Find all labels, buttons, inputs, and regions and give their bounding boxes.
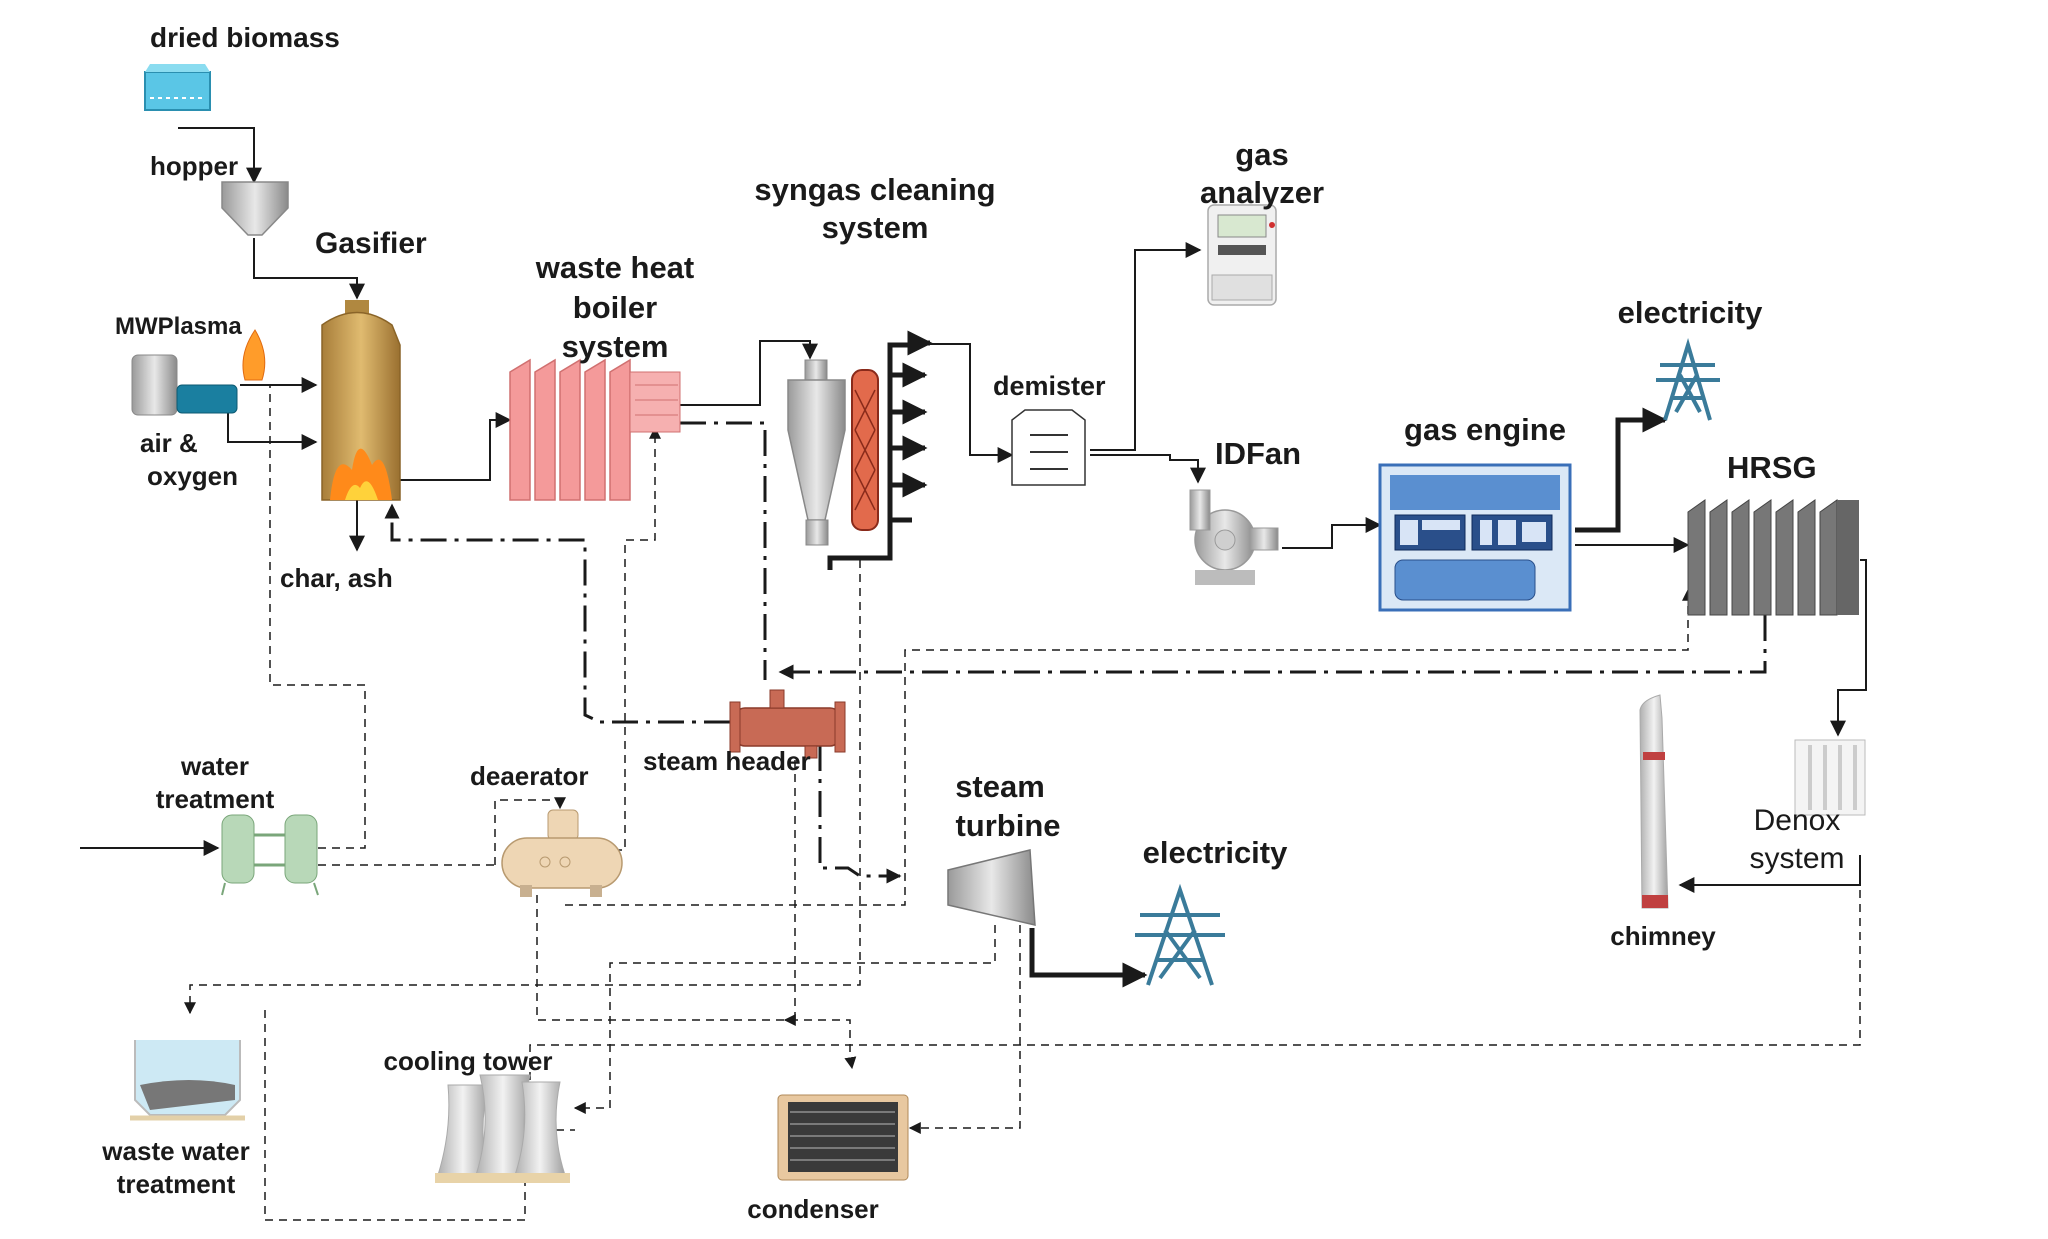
label-chimney: chimney <box>1610 921 1716 951</box>
label-condenser: condenser <box>747 1194 879 1224</box>
label-gasifier: Gasifier <box>315 227 427 260</box>
water-dashed-lines <box>184 385 1861 1221</box>
demister-icon <box>1011 409 1086 486</box>
label-mwplasma: MWPlasma <box>115 313 242 340</box>
label-waste-heat-boiler-1: waste heat <box>535 250 695 285</box>
chimney-icon <box>1639 694 1669 909</box>
label-waste-heat-boiler-2: boiler <box>573 290 657 325</box>
denox-icon <box>1794 739 1866 816</box>
label-hopper: hopper <box>150 151 238 181</box>
label-deaerator: deaerator <box>470 761 589 791</box>
label-water-treatment-1: water <box>180 751 249 781</box>
plasma-torch-icon <box>131 354 238 416</box>
label-air-oxygen-1: air & <box>140 428 198 458</box>
label-waste-heat-boiler-3: system <box>562 329 669 364</box>
label-steam-turbine-2: turbine <box>955 808 1060 843</box>
label-demister: demister <box>993 371 1106 401</box>
label-dried-biomass: dried biomass <box>150 22 340 53</box>
steam-dashdot-lines <box>384 421 1767 884</box>
hopper-icon <box>221 181 289 236</box>
solid-flow-lines <box>80 127 1867 893</box>
gasifier-icon <box>321 300 401 501</box>
label-waste-water-1: waste water <box>101 1136 249 1166</box>
label-gas-analyzer-1: gas <box>1235 137 1288 172</box>
label-idfan: IDFan <box>1215 436 1301 471</box>
flame-icon <box>330 448 392 500</box>
label-gas-analyzer-2: analyzer <box>1200 175 1324 210</box>
flame-icon <box>242 329 266 381</box>
steam-turbine-icon <box>947 849 1036 926</box>
label-denox-2: system <box>1749 842 1844 875</box>
steam-header-icon <box>729 689 846 759</box>
boiler-icon <box>509 358 681 501</box>
label-steam-turbine-1: steam <box>955 769 1045 804</box>
label-steam-header: steam header <box>643 746 811 776</box>
gas-engine-icon <box>1378 463 1572 612</box>
cooling-tower-icon <box>435 1074 570 1183</box>
cyclone-icon <box>787 359 846 546</box>
label-electricity-bottom: electricity <box>1143 835 1289 870</box>
hrsg-icon <box>1687 499 1859 616</box>
label-cooling-tower: cooling tower <box>384 1046 553 1076</box>
label-waste-water-2: treatment <box>117 1169 236 1199</box>
label-air-oxygen-2: oxygen <box>147 461 238 491</box>
label-syngas-cleaning-2: system <box>822 210 929 245</box>
thick-flow-lines <box>827 330 1668 988</box>
pylon-icon <box>1135 883 1225 986</box>
deaerator-icon <box>501 809 623 897</box>
pylon-icon <box>1656 338 1720 421</box>
labels: dried biomass hopper Gasifier MWPlasma a… <box>101 22 1844 1224</box>
label-hrsg: HRSG <box>1727 450 1817 485</box>
label-denox-1: Denox <box>1754 804 1841 837</box>
waste-water-tank-icon <box>130 1040 245 1121</box>
condenser-icon <box>777 1094 909 1181</box>
label-water-treatment-2: treatment <box>156 784 275 814</box>
scrubber-icon <box>851 369 879 531</box>
gas-analyzer-icon <box>1207 204 1277 306</box>
id-fan-icon <box>1189 489 1279 585</box>
label-char-ash: char, ash <box>280 563 393 593</box>
hopper-feeder-icon <box>144 64 211 111</box>
water-treatment-icon <box>221 814 319 896</box>
label-gas-engine: gas engine <box>1404 412 1566 447</box>
label-syngas-cleaning-1: syngas cleaning <box>754 172 995 207</box>
label-electricity-top: electricity <box>1618 295 1764 330</box>
